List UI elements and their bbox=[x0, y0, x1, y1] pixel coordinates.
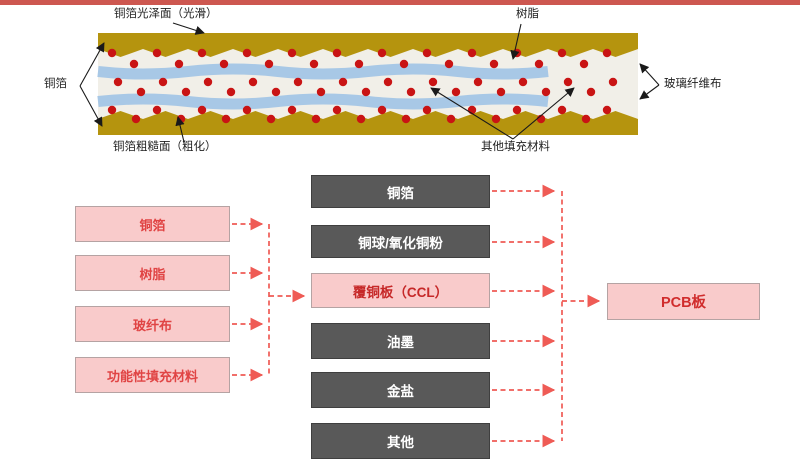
annotation-arrows bbox=[79, 22, 660, 143]
flow-box-ink: 油墨 bbox=[311, 323, 490, 359]
copper-foil-top-layer bbox=[98, 33, 638, 57]
flow-box-filler-input: 功能性填充材料 bbox=[75, 357, 230, 393]
flow-box-glass-cloth-input: 玻纤布 bbox=[75, 306, 230, 342]
glass-fiber-layer-lower bbox=[97, 93, 549, 110]
ccl-laminate-cross-section bbox=[97, 33, 638, 135]
label-glass-fiber-cloth: 玻璃纤维布 bbox=[664, 78, 722, 90]
flow-box-pcb: PCB板 bbox=[607, 283, 760, 320]
flow-box-copper-ball: 铜球/氧化铜粉 bbox=[311, 225, 490, 258]
flow-box-other: 其他 bbox=[311, 423, 490, 459]
flow-connectors bbox=[232, 184, 601, 448]
flow-box-resin-input: 树脂 bbox=[75, 255, 230, 291]
label-copper-rough-side: 铜箔粗糙面（粗化） bbox=[113, 141, 217, 153]
label-other-fillers: 其他填充材料 bbox=[481, 141, 550, 153]
copper-foil-bottom-layer bbox=[98, 111, 638, 135]
label-copper-foil: 铜箔 bbox=[44, 78, 67, 90]
flow-box-copper-foil-mid: 铜箔 bbox=[311, 175, 490, 208]
label-resin: 树脂 bbox=[516, 8, 539, 20]
glass-fiber-layer-upper bbox=[97, 63, 549, 80]
flow-box-ccl: 覆铜板（CCL） bbox=[311, 273, 490, 308]
flow-box-gold-salt: 金盐 bbox=[311, 372, 490, 408]
resin-layer bbox=[98, 42, 638, 126]
flow-box-copper-foil-input: 铜箔 bbox=[75, 206, 230, 242]
label-copper-glossy-side: 铜箔光泽面（光滑） bbox=[114, 8, 218, 20]
top-accent-bar bbox=[0, 0, 800, 5]
